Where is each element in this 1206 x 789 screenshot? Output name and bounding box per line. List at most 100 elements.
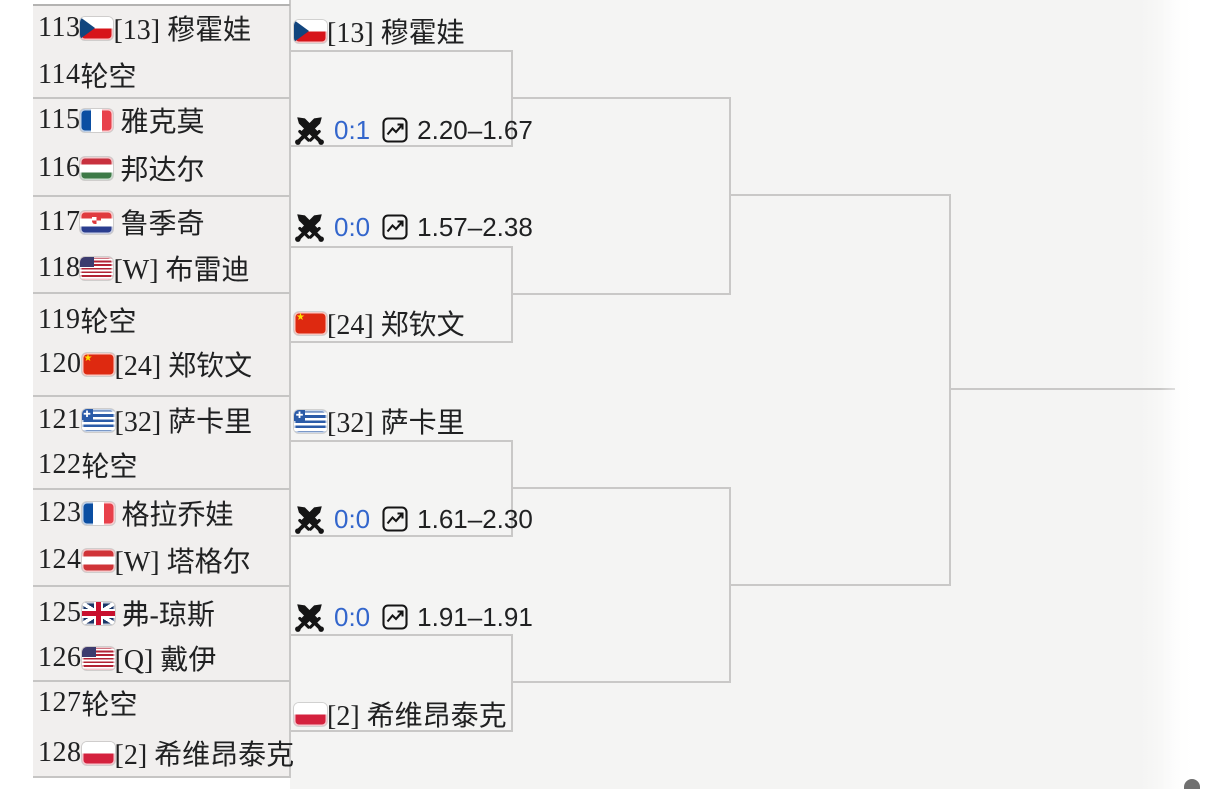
match-score-link[interactable]: 0:0 xyxy=(334,601,371,632)
player-label: 轮空 xyxy=(80,307,137,338)
bracket-line xyxy=(511,97,731,99)
match-odds: 1.91–1.91 xyxy=(417,601,533,632)
player-label: [2] 希维昂泰克 xyxy=(114,740,295,771)
list-row-113: 113[13] 穆霍娃 xyxy=(38,8,251,48)
right-fade-overlay xyxy=(1160,0,1206,789)
player-label: [2] 希维昂泰克 xyxy=(327,701,507,732)
player-label: [24] 郑钦文 xyxy=(327,310,465,341)
player-label: 弗-琼斯 xyxy=(114,600,215,631)
row-number: 117 xyxy=(38,206,81,237)
flag-cz-icon xyxy=(80,16,114,40)
player-label: [32] 萨卡里 xyxy=(114,407,253,438)
list-pair-separator xyxy=(33,680,290,682)
row-number: 123 xyxy=(38,497,82,528)
list-pair-separator xyxy=(33,97,290,99)
match-odds: 2.20–1.67 xyxy=(417,114,533,145)
odds-chart-icon[interactable] xyxy=(382,604,408,630)
flag-gb-icon xyxy=(81,601,115,625)
flag-gr-icon xyxy=(81,408,115,432)
player-label: 轮空 xyxy=(80,62,137,93)
bracket-line xyxy=(289,145,513,147)
player-label: [Q] 戴伊 xyxy=(114,645,217,676)
odds-chart-icon[interactable] xyxy=(382,506,408,532)
flag-cn-icon xyxy=(294,311,327,335)
match-score-link[interactable]: 0:0 xyxy=(334,211,371,242)
advancing-player: [32] 萨卡里 xyxy=(294,401,465,441)
flag-pl-icon xyxy=(294,702,327,726)
match-odds: 1.57–2.38 xyxy=(417,211,533,242)
flag-hr-icon xyxy=(80,210,114,234)
match-score-link[interactable]: 0:1 xyxy=(334,114,371,145)
row-number: 126 xyxy=(38,642,82,673)
flag-gr-icon xyxy=(294,409,327,433)
flag-hu-icon xyxy=(80,156,114,180)
player-label: [24] 郑钦文 xyxy=(114,351,253,382)
bracket-line xyxy=(289,341,513,343)
list-row-117: 117 鲁季奇 xyxy=(38,202,204,242)
flag-us-icon xyxy=(81,646,115,670)
bracket-line xyxy=(289,440,513,442)
row-number: 121 xyxy=(38,404,82,435)
row-number: 115 xyxy=(38,104,81,135)
crossed-swords-icon xyxy=(294,602,325,633)
list-pair-separator xyxy=(33,292,290,294)
crossed-swords-icon xyxy=(294,115,325,146)
flag-pl-icon xyxy=(81,741,115,765)
player-label: 轮空 xyxy=(81,690,138,721)
row-number: 128 xyxy=(38,737,82,768)
bracket-line xyxy=(511,293,731,295)
row-number: 125 xyxy=(38,597,82,628)
flag-at-icon xyxy=(81,548,115,572)
first-round-list-background xyxy=(33,4,290,777)
list-row-128: 128 [2] 希维昂泰克 xyxy=(38,733,294,773)
bracket-line xyxy=(289,246,513,248)
match-info-row: 0:1 2.20–1.67 xyxy=(294,110,533,150)
player-label: 轮空 xyxy=(81,452,138,483)
row-number: 118 xyxy=(38,252,81,283)
list-row-123: 123 格拉乔娃 xyxy=(38,493,234,533)
row-number: 119 xyxy=(38,304,81,335)
bracket-line xyxy=(729,97,731,295)
player-label: 格拉乔娃 xyxy=(114,500,234,531)
bracket-line xyxy=(729,194,951,196)
match-odds: 1.61–2.30 xyxy=(417,503,533,534)
bracket-line xyxy=(289,50,513,52)
list-pair-separator xyxy=(33,395,290,397)
bracket-panel-background xyxy=(290,0,1206,789)
row-number: 120 xyxy=(38,348,82,379)
odds-chart-icon[interactable] xyxy=(382,117,408,143)
list-row-118: 118[W] 布雷迪 xyxy=(38,248,250,288)
row-number: 113 xyxy=(38,12,81,43)
advancing-player: [13] 穆霍娃 xyxy=(294,11,465,51)
match-score-link[interactable]: 0:0 xyxy=(334,503,371,534)
bracket-line xyxy=(511,487,731,489)
flag-fr-icon xyxy=(80,108,114,132)
list-row-115: 115 雅克莫 xyxy=(38,100,204,140)
row-number: 122 xyxy=(38,449,82,480)
list-top-border xyxy=(33,4,290,6)
bracket-line xyxy=(729,584,951,586)
bracket-line xyxy=(511,634,513,732)
bracket-line xyxy=(949,388,1175,390)
bracket-line xyxy=(289,634,513,636)
bracket-line xyxy=(949,194,951,586)
list-bottom-border xyxy=(33,776,290,778)
scrollbar-handle[interactable] xyxy=(1184,779,1200,789)
match-info-row: 0:0 1.57–2.38 xyxy=(294,207,533,247)
list-row-126: 126 [Q] 戴伊 xyxy=(38,638,216,678)
list-row-121: 121 [32] 萨卡里 xyxy=(38,400,252,440)
list-pair-separator xyxy=(33,585,290,587)
odds-chart-icon[interactable] xyxy=(382,214,408,240)
list-row-116: 116 邦达尔 xyxy=(38,148,204,188)
flag-fr-icon xyxy=(81,501,115,525)
list-row-124: 124[W] 塔格尔 xyxy=(38,540,251,580)
row-number: 127 xyxy=(38,687,82,718)
player-label: 雅克莫 xyxy=(113,107,205,138)
list-pair-separator xyxy=(33,195,290,197)
flag-cz-icon xyxy=(294,19,327,43)
